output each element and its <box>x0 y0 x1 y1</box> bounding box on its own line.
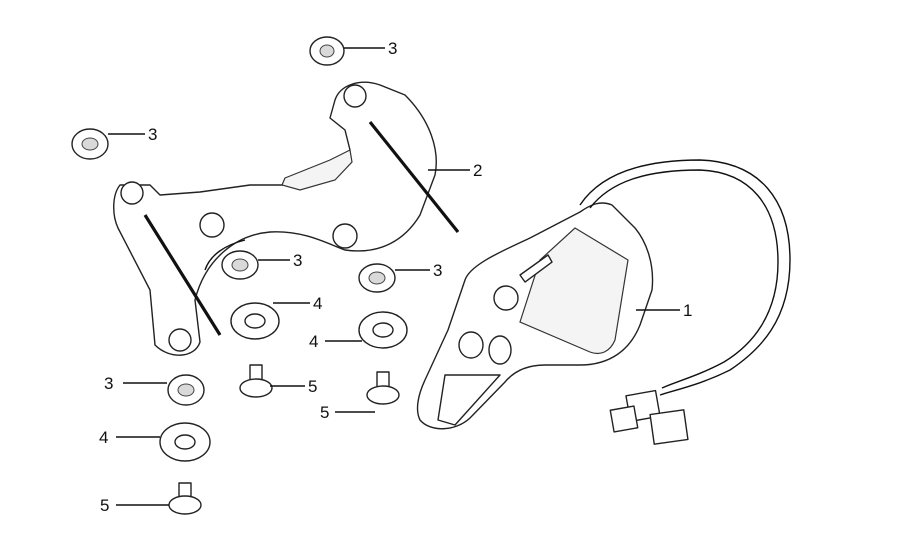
screw-lower-left <box>168 482 202 515</box>
leader-lines <box>108 47 680 506</box>
callout-3-center-left: 3 <box>293 251 302 270</box>
grommet-top <box>309 36 345 66</box>
grommet-center-right <box>358 263 396 293</box>
grommet-left <box>71 128 109 160</box>
washer-center-right <box>358 311 408 349</box>
callout-1-cluster: 1 <box>683 301 692 320</box>
callout-2-bracket: 2 <box>473 161 482 180</box>
screw-center-right <box>366 371 400 405</box>
instrument-cluster <box>416 159 791 445</box>
callout-4-center-right: 4 <box>309 332 318 351</box>
washer-lower-left <box>159 422 211 462</box>
callout-5-center-left: 5 <box>308 377 317 396</box>
washer-center-left <box>230 302 280 340</box>
grommet-lower-left <box>167 374 205 406</box>
callout-3-center-right: 3 <box>433 261 442 280</box>
callout-4-lower-left: 4 <box>99 428 108 447</box>
callout-3-lower-left: 3 <box>104 374 113 393</box>
grommet-center-left <box>221 250 259 280</box>
screw-center-left <box>239 364 273 398</box>
callout-5-lower-left: 5 <box>100 496 109 515</box>
callout-3-left: 3 <box>148 125 157 144</box>
callout-5-center-right: 5 <box>320 403 329 422</box>
callout-3-top: 3 <box>388 39 397 58</box>
callout-4-center-left: 4 <box>313 294 322 313</box>
mounting-bracket <box>113 81 460 356</box>
